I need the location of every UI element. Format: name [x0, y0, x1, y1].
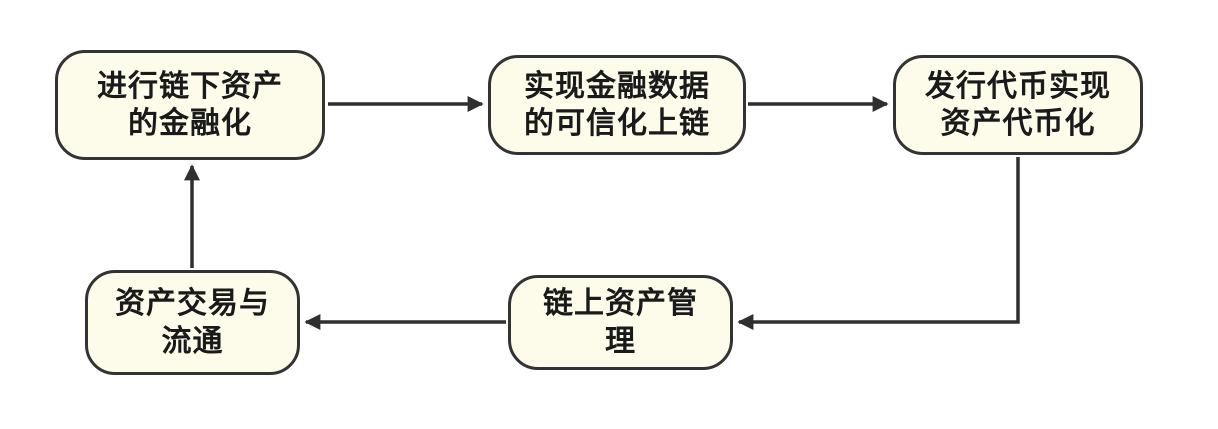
node-label-line: 的金融化 [128, 107, 252, 140]
node-trusted-financial-data-onchain: 实现金融数据 的可信化上链 [488, 55, 746, 155]
node-label-line: 链上资产管 [543, 287, 698, 320]
arrow-tokenization-to-asset-management [737, 157, 1020, 330]
node-offchain-asset-financialization: 进行链下资产 的金融化 [55, 50, 325, 160]
node-label-line: 进行链下资产 [97, 69, 283, 103]
node-label-line: 资产交易与 [115, 287, 270, 320]
node-label-line: 的可信化上链 [524, 107, 710, 140]
node-label-line: 资产代币化 [940, 107, 1096, 140]
node-label-line: 实现金融数据 [524, 69, 710, 103]
node-asset-trading-circulation: 资产交易与 流通 [85, 270, 300, 375]
node-onchain-asset-management: 链上资产管 理 [508, 275, 733, 370]
node-token-issuance-tokenization: 发行代币实现 资产代币化 [893, 55, 1143, 155]
node-label-line: 发行代币实现 [925, 69, 1111, 103]
node-label-line: 理 [605, 324, 636, 358]
node-label-line: 流通 [161, 324, 224, 358]
